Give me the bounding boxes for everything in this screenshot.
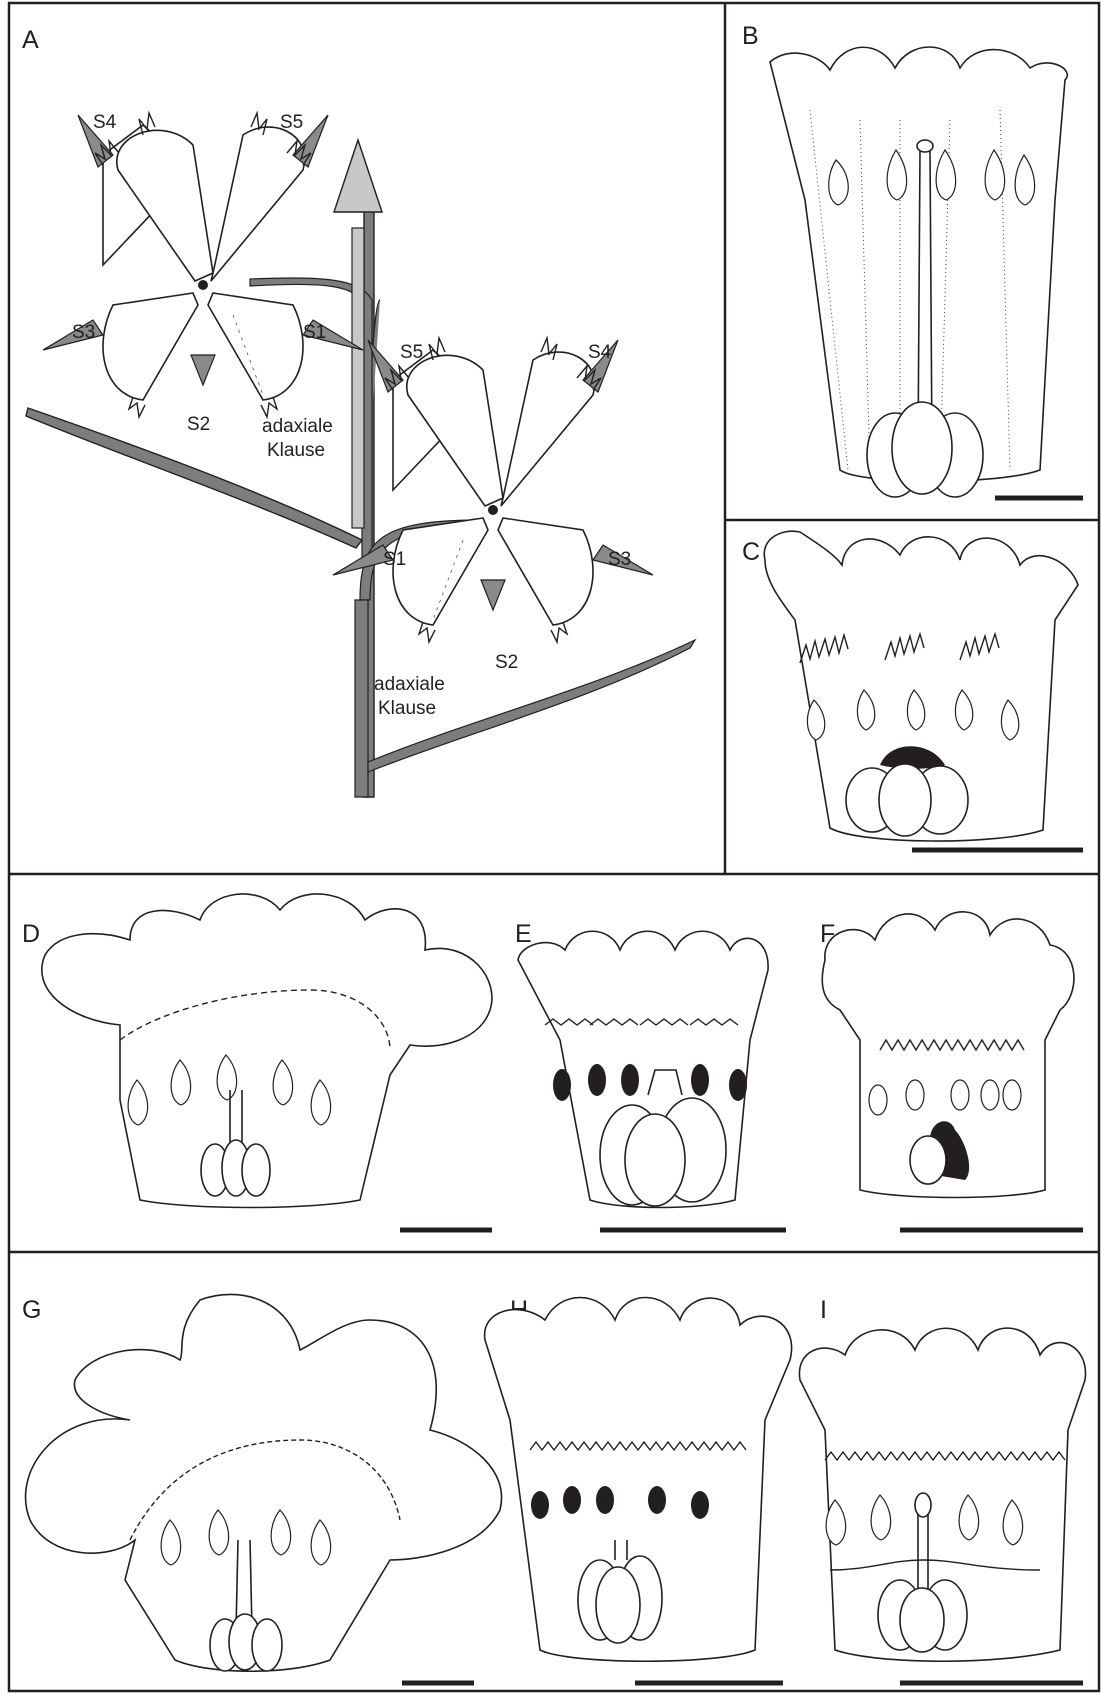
panel-d: D <box>22 894 492 1230</box>
ovary-h <box>578 1556 662 1643</box>
upper-s4-label: S4 <box>93 112 117 133</box>
ovary-i <box>878 1580 967 1652</box>
panel-e: E <box>515 920 786 1230</box>
lower-klause-line2: Klause <box>378 698 436 719</box>
upper-s5-label: S5 <box>280 112 303 133</box>
upper-s3-label: S3 <box>72 322 95 343</box>
panel-c: C <box>742 531 1083 850</box>
panel-i: I <box>799 1296 1085 1683</box>
panel-label-b: B <box>742 22 759 50</box>
panel-label-e: E <box>515 920 532 948</box>
ovary-b <box>867 402 983 497</box>
panel-label-c: C <box>742 538 760 566</box>
lower-s3-label: S3 <box>608 549 631 570</box>
panel-f: F <box>820 912 1083 1230</box>
panel-label-a: A <box>22 26 39 54</box>
panel-b: B <box>742 22 1083 498</box>
lower-s4-label: S4 <box>588 342 612 363</box>
lower-s2-label: S2 <box>495 652 518 673</box>
panel-label-d: D <box>22 920 40 948</box>
upper-fruit-cluster <box>43 113 363 417</box>
panel-label-g: G <box>22 1296 41 1324</box>
panel-h: H <box>485 1296 792 1683</box>
lower-s1-label: S1 <box>383 549 406 570</box>
corolla-g <box>26 1294 502 1671</box>
panel-g: G <box>22 1294 502 1683</box>
upper-klause-line2: Klause <box>267 440 325 461</box>
lower-fruit-cluster <box>333 338 653 642</box>
panel-label-i: I <box>820 1296 827 1324</box>
upper-s2-label: S2 <box>187 414 210 435</box>
upper-klause-line1: adaxiale <box>262 416 333 437</box>
ovary-g <box>210 1614 282 1671</box>
ovary-d <box>201 1140 270 1196</box>
lower-klause-line1: adaxiale <box>374 674 445 695</box>
upper-s1-label: S1 <box>303 322 326 343</box>
panel-a: A <box>22 26 695 797</box>
lower-s5-label: S5 <box>400 342 423 363</box>
